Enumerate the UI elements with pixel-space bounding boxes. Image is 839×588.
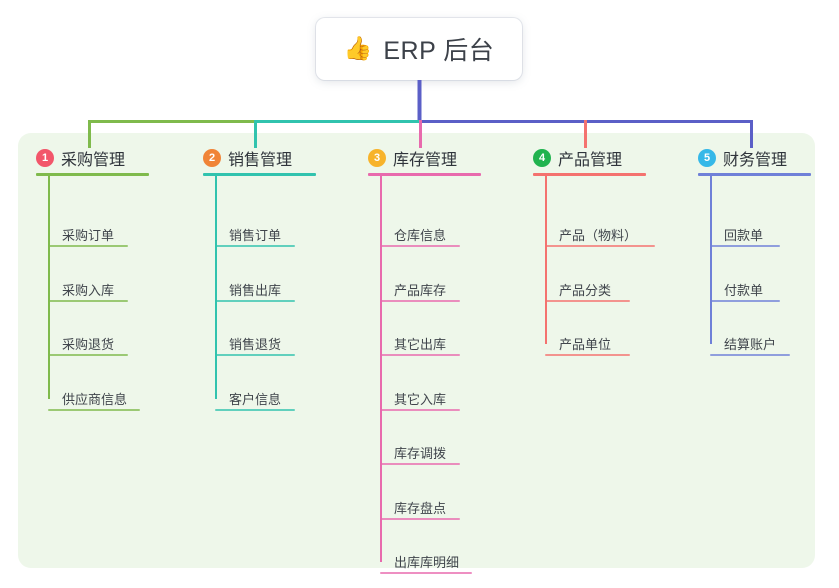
leaf-item[interactable]: 库存盘点 <box>394 500 447 516</box>
branch-column-5: 5 财务管理回款单付款单结算账户 <box>698 145 811 356</box>
leaf-rule <box>215 408 295 411</box>
branch-header-5[interactable]: 5 财务管理 <box>698 145 787 171</box>
leaf-item[interactable]: 采购入库 <box>62 282 115 298</box>
leaf-item[interactable]: 采购退货 <box>62 337 115 352</box>
leaf-item[interactable]: 产品库存 <box>394 282 447 298</box>
leaf-rule <box>545 245 655 247</box>
thumbs-up-icon: 👍 <box>343 35 373 62</box>
leaf-item[interactable]: 客户信息 <box>229 391 282 407</box>
leaf-item[interactable]: 出库库明细 <box>394 555 460 570</box>
root-node[interactable]: 👍 ERP 后台 <box>316 18 522 80</box>
leaf-item[interactable]: 库存调拨 <box>394 446 447 461</box>
branch-title-4: 产品管理 <box>558 152 623 169</box>
branch-title-2: 销售管理 <box>228 152 293 169</box>
branch-title-5: 财务管理 <box>723 152 788 169</box>
leaf-item[interactable]: 回款单 <box>724 228 764 243</box>
branch-stem-4 <box>545 175 547 344</box>
branch-stem-2 <box>215 175 217 399</box>
branch-header-3[interactable]: 3 库存管理 <box>368 145 457 171</box>
branch-header-2[interactable]: 2 销售管理 <box>203 145 292 171</box>
leaf-rule <box>48 354 128 356</box>
branch-rule-2 <box>203 173 316 176</box>
leaf-rule <box>380 245 460 247</box>
leaf-rule <box>710 299 780 302</box>
leaf-item[interactable]: 产品（物料） <box>559 228 638 243</box>
branch-rule-5 <box>698 173 811 176</box>
root-node-content: 👍 ERP 后台 <box>344 31 495 67</box>
leaf-rule <box>48 245 128 247</box>
leaf-rule <box>48 299 128 302</box>
root-title: ERP 后台 <box>383 37 495 65</box>
branch-header-1[interactable]: 1 采购管理 <box>36 145 125 171</box>
leaf-rule <box>215 354 295 356</box>
branch-badge-2: 2 <box>203 149 221 167</box>
leaf-rule <box>380 408 460 411</box>
branch-header-4[interactable]: 4 产品管理 <box>533 145 622 171</box>
branch-column-3: 3 库存管理仓库信息产品库存其它出库其它入库库存调拨库存盘点出库库明细 <box>368 145 481 574</box>
leaf-rule <box>710 245 780 247</box>
branch-stem-1 <box>48 175 50 399</box>
leaf-item[interactable]: 供应商信息 <box>62 391 128 407</box>
leaf-item[interactable]: 仓库信息 <box>394 228 447 243</box>
leaf-rule <box>380 517 460 520</box>
branch-title-3: 库存管理 <box>393 152 458 169</box>
branch-badge-3: 3 <box>368 149 386 167</box>
leaf-item[interactable]: 结算账户 <box>724 337 777 352</box>
branch-badge-5: 5 <box>698 149 716 167</box>
branch-column-2: 2 销售管理销售订单销售出库销售退货客户信息 <box>203 145 316 411</box>
leaf-item[interactable]: 销售出库 <box>229 282 282 298</box>
leaf-rule <box>215 299 295 302</box>
leaf-item[interactable]: 销售订单 <box>229 228 282 243</box>
leaf-item[interactable]: 付款单 <box>724 282 764 298</box>
leaf-rule <box>215 245 295 247</box>
diagram-panel <box>18 133 815 568</box>
leaf-rule <box>48 408 140 411</box>
leaf-item[interactable]: 其它出库 <box>394 337 447 352</box>
leaf-item[interactable]: 产品分类 <box>559 282 612 298</box>
leaf-item[interactable]: 销售退货 <box>229 337 282 352</box>
branch-stem-3 <box>380 175 382 562</box>
branch-rule-4 <box>533 173 646 176</box>
leaf-rule <box>380 354 460 356</box>
leaf-rule <box>380 299 460 302</box>
leaf-rule <box>710 354 790 356</box>
leaf-rule <box>380 572 472 574</box>
branch-column-4: 4 产品管理产品（物料） 产品分类产品单位 <box>533 145 655 356</box>
branch-title-1: 采购管理 <box>61 152 126 169</box>
leaf-item[interactable]: 产品单位 <box>559 337 612 352</box>
branch-stem-5 <box>710 175 712 344</box>
branch-rule-3 <box>368 173 481 176</box>
leaf-rule <box>380 463 460 465</box>
branch-column-1: 1 采购管理采购订单采购入库采购退货供应商信息 <box>36 145 149 411</box>
branch-badge-1: 1 <box>36 149 54 167</box>
leaf-item[interactable]: 其它入库 <box>394 391 447 407</box>
branch-rule-1 <box>36 173 149 176</box>
branch-badge-4: 4 <box>533 149 551 167</box>
leaf-item[interactable]: 采购订单 <box>62 228 115 243</box>
leaf-rule <box>545 299 630 302</box>
leaf-rule <box>545 354 630 356</box>
